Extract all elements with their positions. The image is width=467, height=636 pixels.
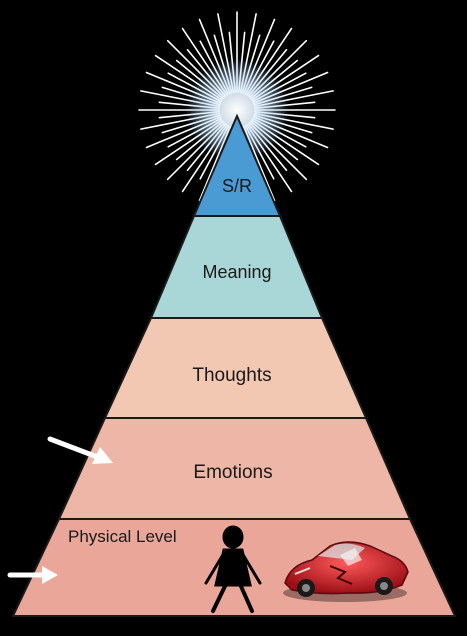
arrow-icon-physical (7, 566, 58, 584)
arrow-icon-emotions (47, 436, 113, 464)
level-label-meaning: Meaning (202, 262, 271, 282)
crashed-car-icon (283, 541, 409, 602)
level-label-physical: Physical Level (68, 527, 177, 546)
apex-glow (185, 58, 289, 162)
level-label-sr: S/R (222, 176, 252, 196)
level-label-emotions: Emotions (193, 462, 272, 483)
level-label-thoughts: Thoughts (192, 365, 271, 386)
person-icon (204, 525, 262, 613)
